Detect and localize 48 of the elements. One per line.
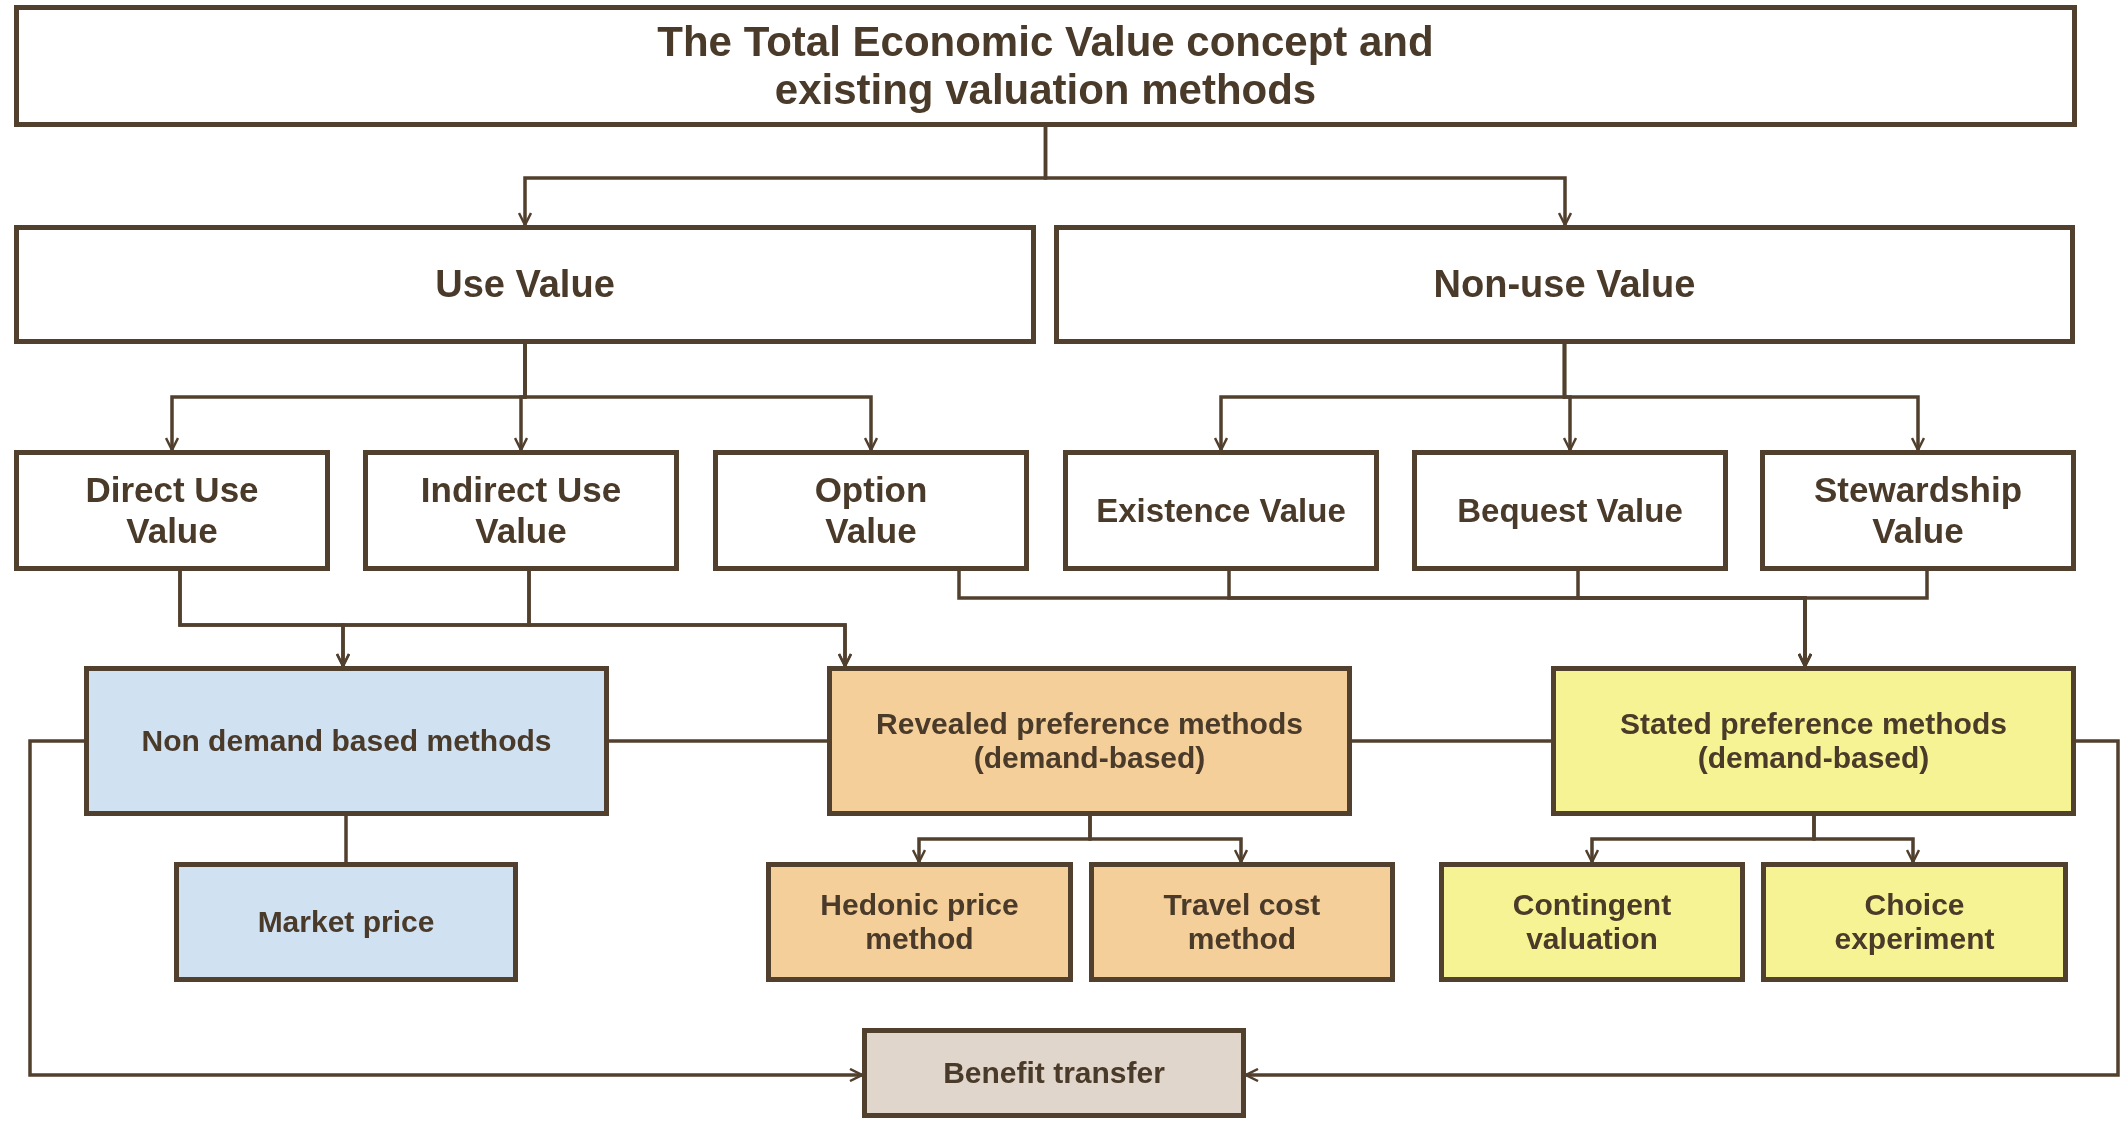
value-box [713, 450, 1029, 571]
value-box [14, 450, 330, 571]
node-label: The Total Economic Value concept and existing valuation methods [656, 17, 1435, 115]
method-box [84, 666, 609, 816]
value-box [1412, 450, 1728, 571]
node-label: Use Value [435, 262, 615, 307]
method-box [174, 862, 518, 982]
arrow [1244, 739, 2120, 1083]
arrow [1088, 816, 1249, 864]
connector-line [609, 739, 827, 743]
value-box [1063, 450, 1379, 571]
node-label: Stated preference methods (demand-based) [1619, 706, 2008, 776]
node-label: Non-use Value [1433, 262, 1696, 307]
connector-line [344, 816, 348, 862]
arrow [1562, 344, 1926, 452]
node-label: Benefit transfer [943, 1055, 1165, 1091]
node-label: Indirect Use Value [419, 470, 623, 551]
node-label: Hedonic price method [819, 887, 1020, 957]
value-box [1760, 450, 2076, 571]
method-box [862, 1028, 1246, 1118]
method-box [1551, 666, 2076, 816]
node-label: Non demand based methods [141, 723, 552, 759]
node-label: Market price [257, 904, 435, 940]
arrow [1812, 816, 1921, 864]
node-label: Option Value [813, 470, 929, 551]
category-box [1054, 225, 2075, 344]
connector-line [1352, 739, 1551, 743]
node-label: Bequest Value [1457, 491, 1683, 530]
node-label: Existence Value [1096, 491, 1346, 530]
value-box [363, 450, 679, 571]
node-label: Choice experiment [1833, 887, 1996, 957]
method-box [1761, 862, 2068, 982]
method-box [766, 862, 1073, 982]
method-box [1439, 862, 1745, 982]
node-label: Direct Use Value [84, 470, 260, 551]
arrow [1043, 127, 1573, 227]
node-label: Revealed preference methods (demand-based) [875, 706, 1304, 776]
node-label: Travel cost method [1162, 887, 1322, 957]
method-box [1089, 862, 1395, 982]
node-label: Contingent valuation [1511, 887, 1673, 957]
arrow [523, 344, 879, 452]
arrow [527, 571, 853, 668]
method-box [827, 666, 1352, 816]
node-label: Stewardship Value [1812, 470, 2024, 551]
title-box [14, 5, 2077, 127]
arrow [1797, 571, 1929, 668]
category-box [14, 225, 1036, 344]
arrow [28, 739, 864, 1083]
